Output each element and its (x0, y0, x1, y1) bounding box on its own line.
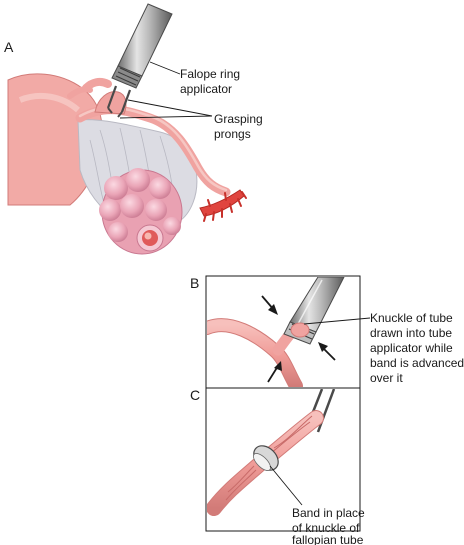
arrow-b-1 (261, 295, 278, 315)
leader-grasping-2 (119, 115, 213, 119)
tube-knuckle-b (290, 322, 310, 338)
leader-grasping-1 (127, 99, 213, 117)
label-knuckle: Knuckle of tube drawn into tube applicat… (370, 311, 464, 385)
label-band: Band in place of knuckle of fallopian tu… (292, 506, 368, 545)
arrow-b-2 (318, 342, 336, 361)
leader-falope (149, 61, 181, 75)
panel-c-letter: C (190, 387, 200, 403)
falope-ring-applicator (106, 3, 173, 118)
panel-b: Knuckle of tube drawn into tube applicat… (207, 277, 464, 387)
label-grasping-prongs: Grasping prongs (214, 112, 266, 141)
arrow-b-3 (267, 361, 282, 383)
band-c (253, 445, 279, 471)
panel-a: A (4, 3, 266, 255)
panel-a-letter: A (4, 39, 14, 55)
leader-knuckle (303, 317, 371, 325)
prong-c-2 (316, 389, 336, 433)
panel-c: Band in place of knuckle of fallopian tu… (207, 389, 368, 545)
label-falope-ring: Falope ring applicator (180, 67, 243, 96)
panel-b-letter: B (190, 275, 199, 291)
leader-band (269, 465, 303, 506)
ovary (99, 168, 183, 255)
